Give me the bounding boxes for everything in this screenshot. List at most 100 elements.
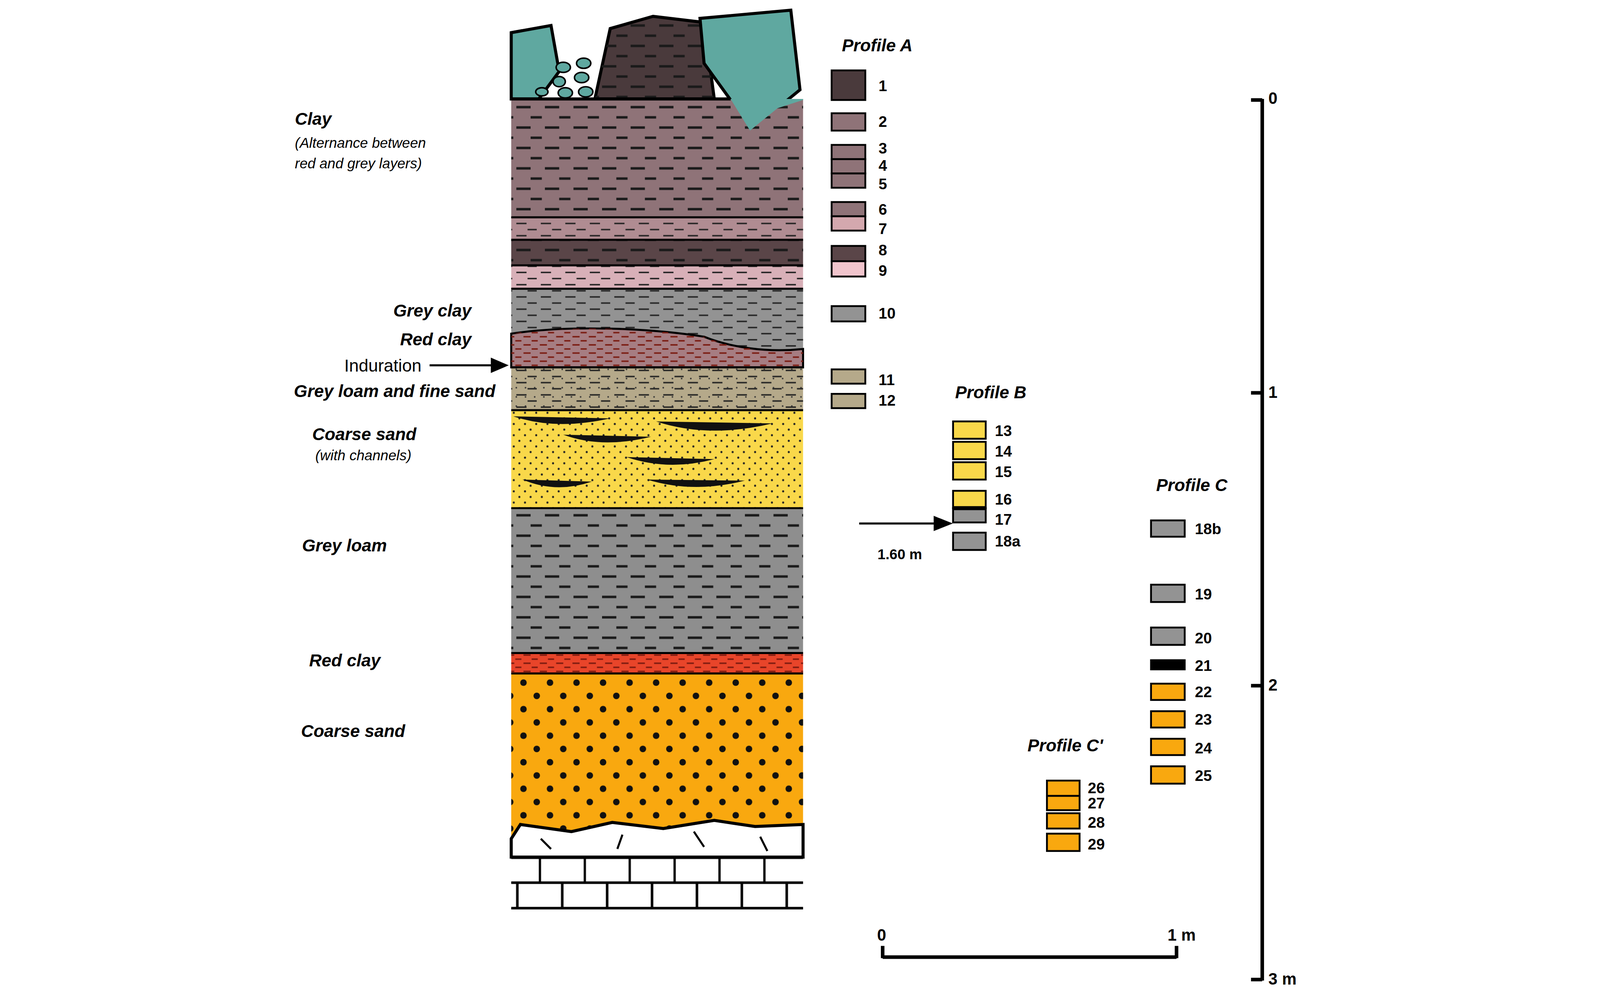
drawing-part [511, 25, 560, 99]
drawing-part [511, 409, 804, 412]
drawing-part [511, 672, 804, 675]
drawing-part [511, 508, 804, 654]
drawing-part [511, 98, 804, 218]
scale-bars [882, 98, 1263, 981]
drawing-part [556, 62, 571, 73]
drawing-part [535, 87, 548, 97]
sample-number: 16 [995, 490, 1012, 509]
drawing-part [1046, 813, 1080, 829]
drawing-part [513, 416, 611, 425]
drawing-part [511, 366, 804, 369]
drawing-part [953, 506, 987, 511]
drawing-part [511, 820, 804, 858]
sample-number: 27 [1087, 794, 1105, 812]
drawing-part [511, 508, 804, 654]
drawing-part [1151, 660, 1185, 670]
layer-name: Grey loam and fine sand [294, 381, 496, 403]
sample-number: 2 [878, 112, 888, 131]
drawing-part [511, 367, 804, 411]
sample-number: 25 [1195, 766, 1212, 785]
sample-boxes [831, 70, 1185, 851]
drawing-part [859, 522, 937, 525]
drawing-part [1151, 627, 1185, 645]
drawing-part [831, 173, 866, 188]
sample-number: 10 [878, 304, 896, 323]
layer-name: Coarse sand [301, 721, 406, 743]
drawing-part [1151, 683, 1185, 701]
drawing-part [831, 245, 866, 262]
drawing-part [1250, 390, 1263, 395]
sample-number: 19 [1195, 585, 1212, 603]
profile-title: Profile B [955, 383, 1027, 404]
drawing-part [953, 462, 987, 480]
drawing-part [1174, 946, 1179, 959]
sample-number: 1 [878, 76, 888, 95]
drawing-part [511, 98, 804, 218]
drawing-part [511, 367, 804, 411]
sample-number: 7 [878, 219, 888, 238]
drawing-part [934, 517, 950, 530]
drawing-part [511, 673, 804, 837]
drawing-part [511, 857, 804, 909]
drawing-part [511, 507, 804, 510]
drawing-part [1046, 795, 1080, 811]
drawing-part [576, 58, 591, 69]
strata [511, 98, 804, 909]
drawing-part [511, 328, 804, 368]
drawing-part [831, 393, 866, 409]
layer-name: Red clay [400, 329, 472, 350]
sample-number: 12 [878, 391, 896, 410]
drawing-part [595, 16, 715, 99]
drawing-part [511, 239, 804, 266]
sample-number: 13 [995, 421, 1012, 440]
sample-number: 15 [995, 462, 1012, 481]
drawing-part [511, 217, 804, 240]
scale-tick-label: 2 [1268, 676, 1278, 696]
sample-number: 28 [1087, 813, 1105, 832]
drawing-part [511, 239, 804, 242]
drawing-part [522, 479, 592, 488]
sample-number: 24 [1195, 739, 1212, 757]
drawing-part [578, 86, 594, 97]
scale-tick-label: 3 m [1268, 970, 1297, 990]
layer-name: Red clay [309, 651, 381, 672]
sample-number: 9 [878, 261, 888, 280]
drawing-part [511, 907, 804, 910]
drawing-part [1151, 766, 1185, 784]
drawing-part [953, 490, 987, 509]
drawing-part [511, 97, 731, 101]
drawing-part [646, 479, 745, 488]
scale-tick-label: 0 [877, 926, 887, 946]
sample-number: 14 [995, 442, 1012, 460]
drawing-part [511, 216, 804, 219]
drawing-part [831, 159, 866, 174]
drawing-part [511, 264, 804, 267]
layer-name: Coarse sand [312, 424, 417, 445]
sample-number: 4 [878, 156, 888, 175]
drawing-part [1151, 520, 1185, 537]
sample-number: 23 [1195, 710, 1212, 729]
drawing-part [491, 359, 507, 372]
sample-number: 26 [1087, 779, 1105, 797]
sample-number: 17 [995, 510, 1012, 529]
sample-number: 3 [878, 139, 888, 157]
layer-name: Clay [294, 109, 332, 130]
drawing-part [558, 87, 573, 99]
drawing-part [511, 410, 804, 509]
sample-number: 21 [1195, 656, 1212, 675]
layer-name: Grey loam [301, 535, 387, 557]
drawing-part [1046, 833, 1080, 851]
drawing-part [1151, 584, 1185, 603]
scale-tick-label: 1 [1268, 383, 1278, 403]
drawing-part [1250, 684, 1263, 688]
drawing-part [831, 202, 866, 217]
sample-number: 20 [1195, 629, 1212, 647]
drawing-part [540, 831, 768, 851]
drawing-part [1260, 98, 1265, 981]
drawing-part [953, 441, 987, 460]
drawing-part [880, 946, 885, 959]
drawing-part [563, 434, 652, 443]
drawing-part [1250, 977, 1263, 982]
drawing-part [1250, 98, 1263, 102]
